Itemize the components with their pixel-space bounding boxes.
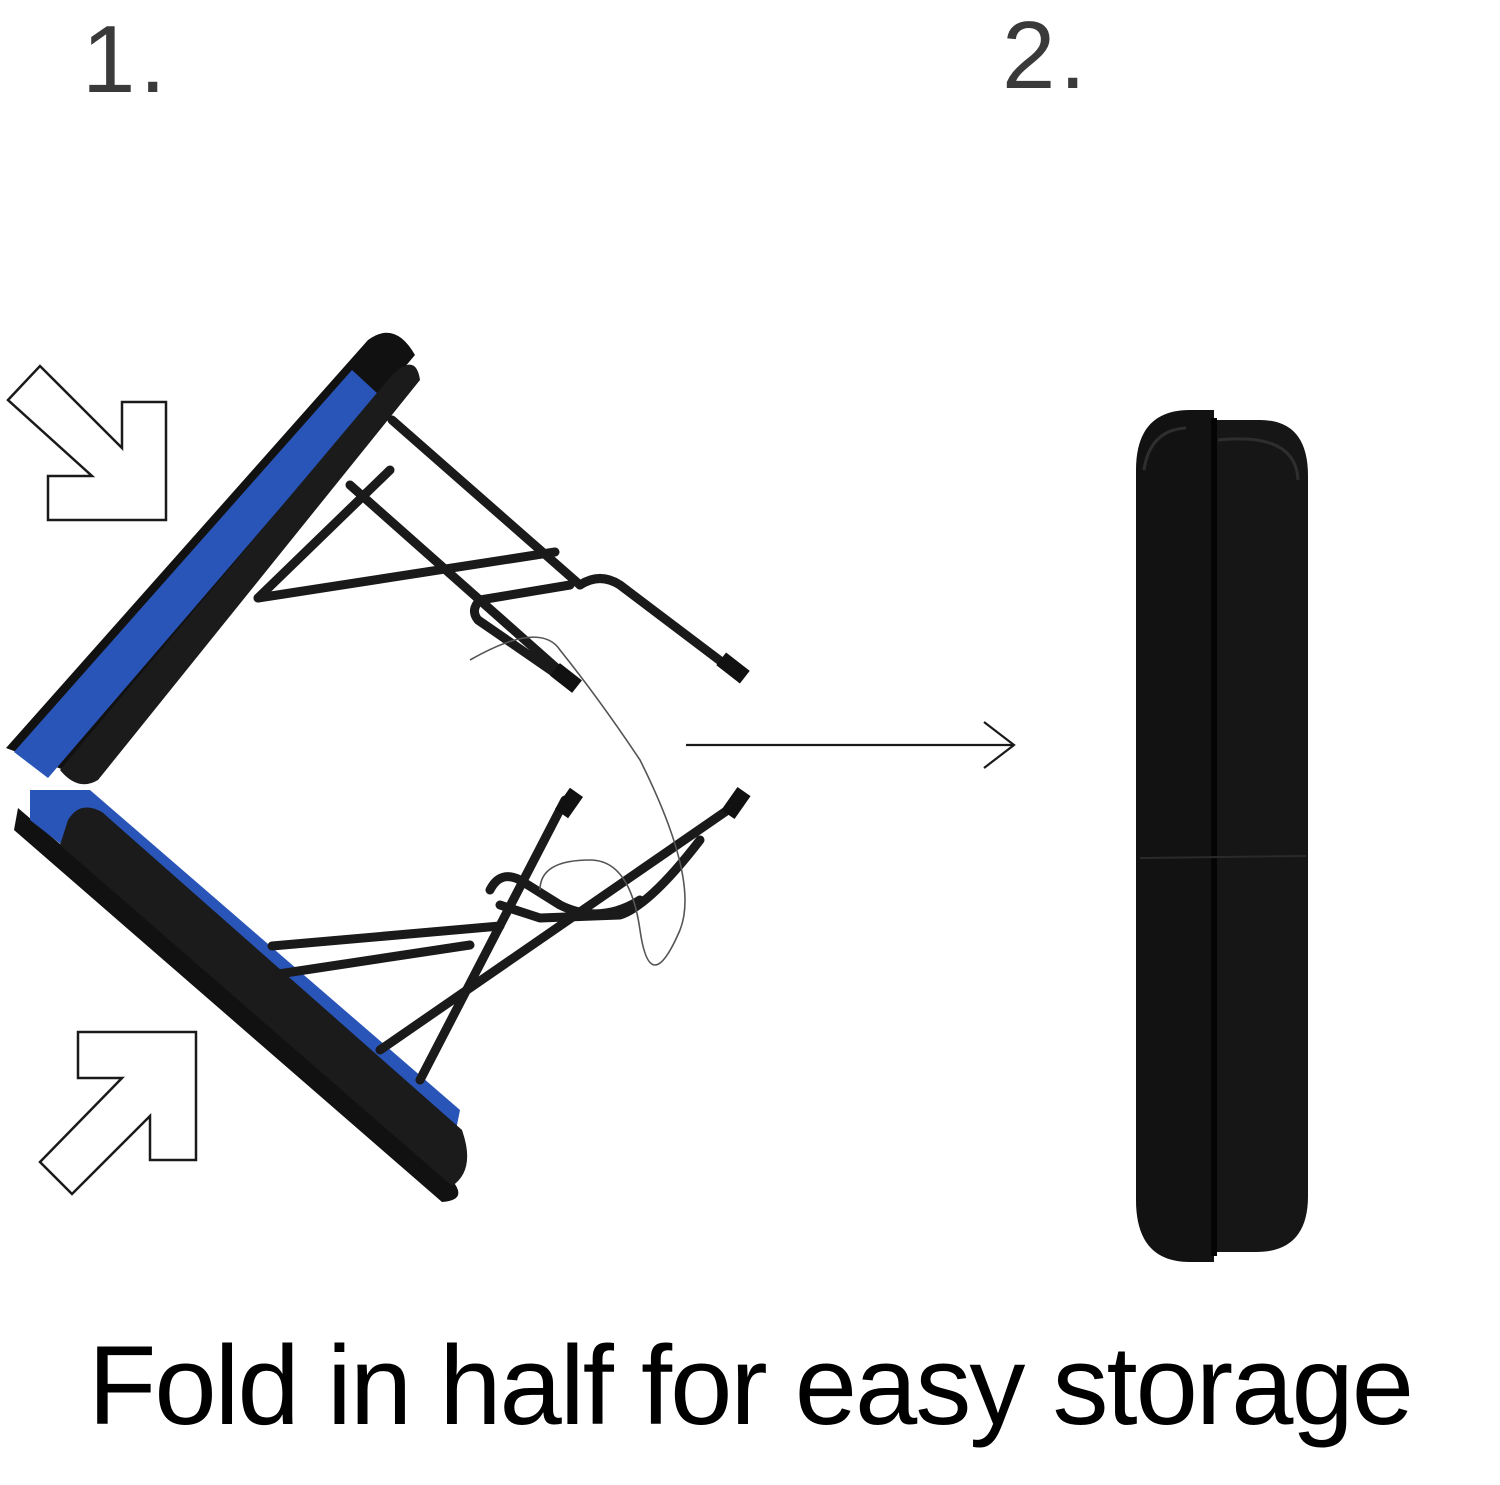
upper-leg-frame <box>253 415 740 685</box>
press-arrow-bottom-icon <box>38 1030 198 1196</box>
press-arrow-top-icon <box>6 364 168 522</box>
lower-leg-caps <box>554 786 751 820</box>
folded-pad-side <box>1136 410 1308 1262</box>
upper-pad <box>6 332 420 785</box>
transition-arrow-icon <box>686 721 1016 769</box>
step-1-label: 1. <box>82 6 171 113</box>
lower-pad <box>14 790 468 1202</box>
cable <box>469 636 686 966</box>
upper-leg-caps <box>550 652 750 693</box>
caption-text: Fold in half for easy storage <box>87 1323 1414 1448</box>
step-2-label: 2. <box>1002 2 1091 109</box>
